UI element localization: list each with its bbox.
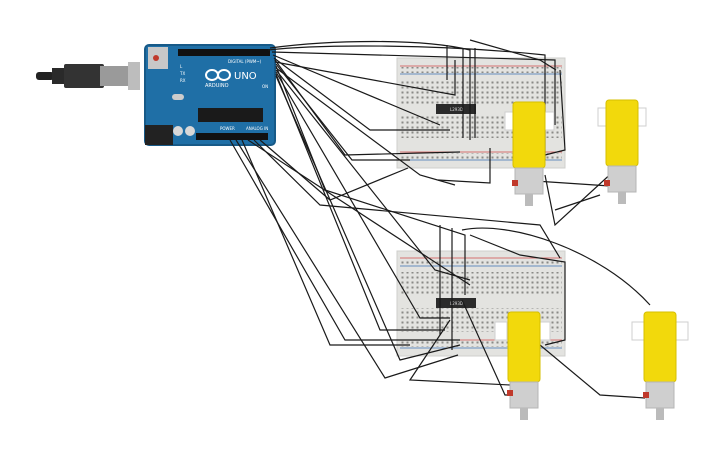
on-led-label: ON [262,84,268,89]
brand-label: ARDUINO [205,83,229,89]
crystal [172,94,184,100]
digital-label: DIGITAL (PWM~) [228,59,262,64]
digital-header [178,49,270,56]
wire [247,139,471,286]
wire [554,194,601,211]
wire [273,57,450,131]
wire [544,169,616,227]
wire [469,234,566,346]
wire [539,344,646,399]
wire [267,45,546,160]
l-led-label: L [180,64,183,69]
usb-cable [36,62,140,90]
power-label: POWER [220,126,235,131]
reset-button [153,55,159,61]
motor-driver-chip [436,104,476,114]
arduino-logo-icon [205,69,231,81]
model-label: UNO [234,71,257,82]
wire [275,67,456,186]
chip-label: L293D [450,301,463,306]
capacitor [173,126,183,136]
wire [469,39,557,71]
power-jack [145,125,173,145]
dc-motor-3 [494,311,551,420]
dc-motor-2 [597,99,647,204]
dc-motor-4 [631,311,689,420]
power-analog-header [196,133,268,140]
dc-motor-1 [504,101,555,206]
wire [274,60,456,96]
motor-driver-chip [436,298,476,308]
wire [408,319,511,386]
analog-label: ANALOG IN [246,126,268,131]
chip-label: L293D [450,107,463,112]
wire [275,75,461,361]
wire [544,69,566,156]
wire [241,139,410,346]
tx-led-label: TX [179,71,185,76]
atmega-chip [198,108,263,122]
arduino-board: ARDUINO UNO DIGITAL (PWM~) POWER ANALOG … [144,44,276,146]
wire [275,63,410,161]
wire [259,139,409,201]
wires [229,39,651,399]
wire [275,65,466,295]
wire [461,227,651,306]
wire [437,148,491,184]
wire [275,73,445,331]
wire [271,51,556,125]
wire [269,40,471,140]
capacitor [185,126,195,136]
wire [229,139,460,341]
wire [235,139,459,379]
rx-led-label: RX [180,78,186,83]
